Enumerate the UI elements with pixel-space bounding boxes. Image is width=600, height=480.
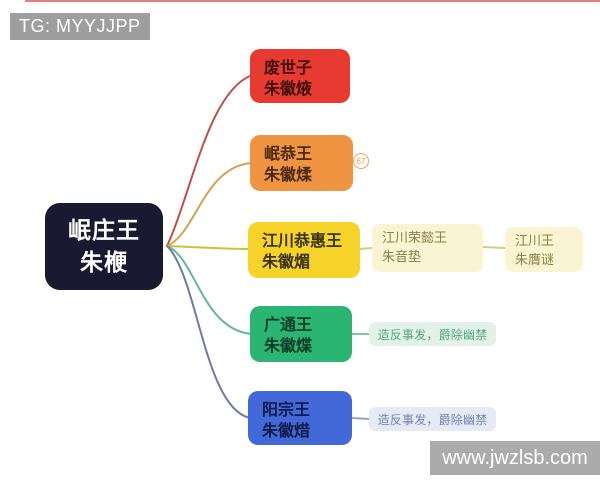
child-title: 江川恭惠王 <box>262 233 343 250</box>
connector-root-to-mingong <box>166 162 253 247</box>
child-node-feishizi[interactable]: 废世子 朱徽焲 <box>250 49 350 103</box>
site-watermark-badge: www.jwzlsb.com <box>430 441 600 475</box>
connector-root-to-jiangchuan <box>166 245 251 250</box>
root-title: 岷庄王 <box>68 217 140 244</box>
collapsed-count-value: 67 <box>356 156 366 166</box>
root-name: 朱楩 <box>80 248 128 275</box>
connector-root-to-guangtong <box>166 245 253 335</box>
descendant-name: 朱音垫 <box>382 248 422 264</box>
note-text: 造反事发，爵除幽禁 <box>377 412 488 427</box>
connector-root-to-yangzong <box>166 245 251 419</box>
tg-watermark-badge: TG: MYYJJPP <box>10 13 150 40</box>
child-title: 废世子 <box>264 60 313 77</box>
note-text: 造反事发，爵除幽禁 <box>377 327 488 342</box>
descendant-node-rongyi[interactable]: 江川荣懿王 朱音垫 <box>372 224 483 272</box>
note-guangtong[interactable]: 造反事发，爵除幽禁 <box>369 322 496 346</box>
child-node-mingong[interactable]: 岷恭王 朱徽煣 <box>250 135 353 191</box>
connector-rongyi-to-jiangchuanwang <box>482 246 506 249</box>
root-node-minzhuangwang[interactable]: 岷庄王 朱楩 <box>45 203 163 290</box>
child-name: 朱徽煣 <box>264 167 313 185</box>
child-name: 朱徽焟 <box>262 423 311 441</box>
descendant-name: 朱膺谜 <box>515 251 555 267</box>
descendant-node-jiangchuanwang[interactable]: 江川王 朱膺谜 <box>505 227 583 272</box>
note-yangzong[interactable]: 造反事发，爵除幽禁 <box>369 407 496 431</box>
child-name: 朱徽煠 <box>264 338 313 356</box>
child-node-yangzong[interactable]: 阳宗王 朱徽焟 <box>248 391 352 445</box>
connector-root-to-feishizi <box>166 74 253 247</box>
descendant-title: 江川王 <box>515 233 555 248</box>
child-name: 朱徽焲 <box>264 81 313 99</box>
connector-yangzong-to-note <box>351 417 370 420</box>
top-divider-line <box>25 0 600 2</box>
tg-watermark-label: TG: MYYJJPP <box>19 16 141 36</box>
child-title: 广通王 <box>264 317 313 334</box>
connector-jiangchuan-to-rongyi <box>359 247 373 250</box>
child-title: 岷恭王 <box>264 146 313 163</box>
collapsed-count-badge[interactable]: 67 <box>353 153 369 169</box>
site-watermark-label: www.jwzlsb.com <box>442 446 588 469</box>
child-node-jiangchuan[interactable]: 江川恭惠王 朱徽煝 <box>248 222 360 278</box>
child-node-guangtong[interactable]: 广通王 朱徽煠 <box>250 306 352 362</box>
child-title: 阳宗王 <box>262 402 311 419</box>
descendant-title: 江川荣懿王 <box>382 230 448 245</box>
child-name: 朱徽煝 <box>262 254 311 272</box>
